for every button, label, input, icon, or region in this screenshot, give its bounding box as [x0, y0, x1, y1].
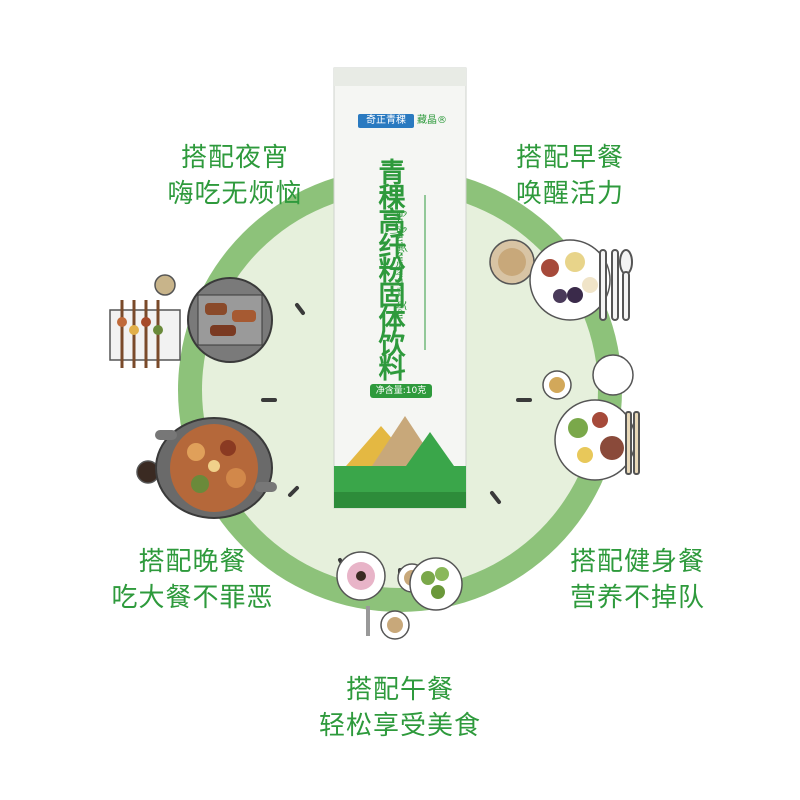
chopsticks-icon: [625, 411, 640, 475]
brand-logo: [358, 114, 414, 128]
bbq-grill-icon: [109, 274, 273, 368]
breakfast-plate-icon: [489, 239, 611, 321]
net-content-text: 净含量:10克: [375, 386, 427, 396]
product-name-char: 料: [378, 354, 406, 385]
product-name-char: 固: [378, 280, 406, 312]
product-name-char: 稞: [378, 182, 406, 214]
caption-lunch: 搭配午餐 轻松享受美食: [312, 672, 488, 744]
fork-knife-icon: [599, 249, 633, 321]
caption-title: 搭配午餐: [345, 675, 454, 705]
caption-title: 搭配晚餐: [138, 547, 247, 577]
caption-fitness-meal: 搭配健身餐 营养不掉队: [550, 544, 725, 616]
caption-dinner: 搭配晚餐 吃大餐不罪恶: [105, 544, 280, 616]
caption-title: 搭配健身餐: [569, 547, 705, 577]
product-name-char: 青: [378, 158, 406, 189]
hotpot-icon: [136, 417, 277, 519]
clock-ticks: [261, 303, 532, 582]
caption-title: 搭配早餐: [515, 143, 624, 173]
caption-breakfast: 搭配早餐 唤醒活力: [485, 140, 655, 212]
sub-logo-text: 藏晶®: [417, 115, 447, 126]
caption-subtitle: 吃大餐不罪恶: [111, 583, 274, 613]
coffee-cup-icon: [366, 606, 410, 640]
product-packet: [333, 67, 467, 509]
brand-logo-text: 奇正青稞: [366, 115, 406, 126]
caption-subtitle: 嗨吃无烦恼: [167, 179, 303, 209]
caption-subtitle: 轻松享受美食: [318, 711, 481, 741]
caption-title: 搭配夜宵: [180, 143, 289, 173]
dessert-plate-icon: [336, 551, 463, 611]
caption-subtitle: 唤醒活力: [515, 179, 624, 209]
tibetan-text: ཞིང་ཞིམ་ཚོས་ཟས་དཀར་ཡོལ།: [392, 210, 405, 320]
product-name-char: 饮: [378, 329, 406, 361]
caption-night-snack: 搭配夜宵 嗨吃无烦恼: [150, 140, 320, 212]
salad-plate-icon: [542, 354, 636, 481]
caption-subtitle: 营养不掉队: [569, 583, 705, 613]
product-name-char: 体: [378, 305, 406, 336]
product-name-char: 纤: [378, 231, 406, 263]
product-name-vertical: 青 稞 高 纤 粉 固 体 饮 料: [372, 158, 412, 385]
product-name-char: 粉: [378, 256, 406, 287]
net-content-badge: [370, 384, 432, 398]
product-name-char: 高: [378, 207, 406, 238]
